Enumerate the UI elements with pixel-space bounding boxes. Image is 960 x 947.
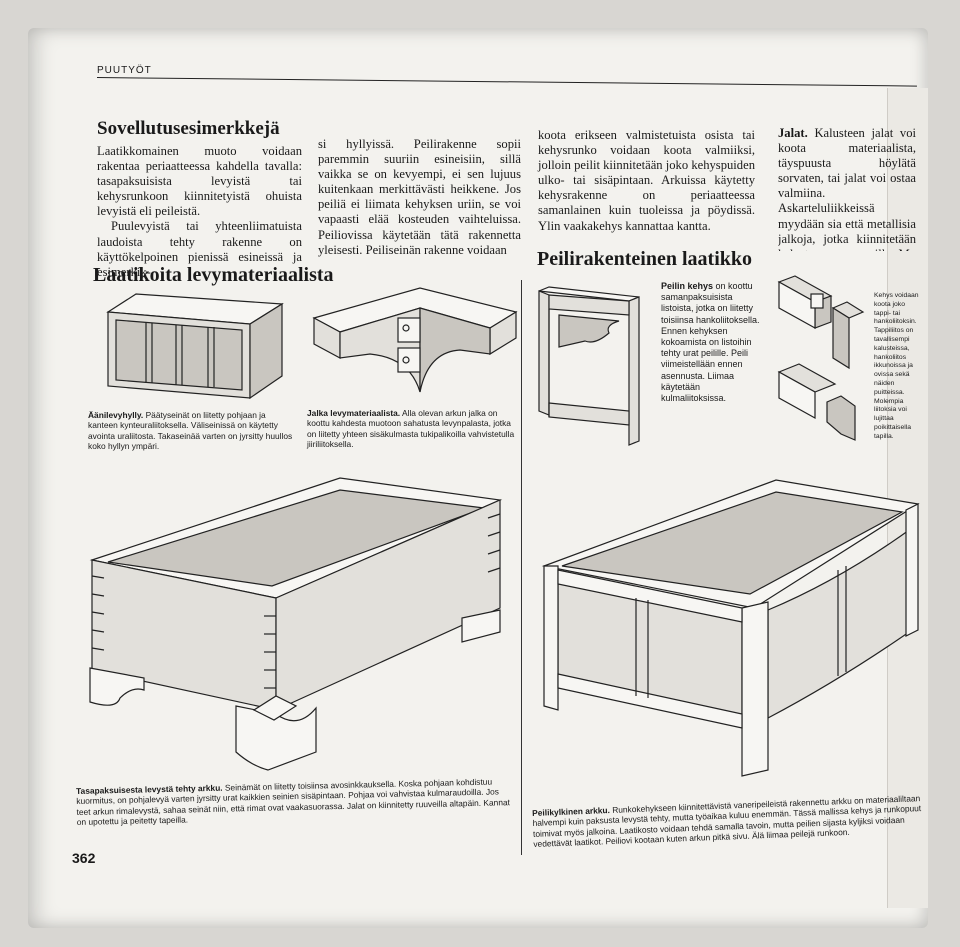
section-title-sovellutusesimerkkeja: Sovellutusesimerkkejä bbox=[97, 118, 280, 139]
page-number: 362 bbox=[72, 850, 96, 866]
frame-caption-lead: Peilin kehys bbox=[661, 281, 714, 291]
shelf-caption-lead: Äänilevyhylly. bbox=[88, 410, 144, 420]
legs-lead: Jalat. bbox=[778, 126, 808, 140]
paragraph-2: Puulevyistä tai yhteenliimatuista laudoi… bbox=[97, 219, 302, 279]
section-title-peilirakenteinen: Peilirakenteinen laatikko bbox=[537, 248, 752, 270]
panel-chest-illustration bbox=[541, 479, 920, 777]
column-divider bbox=[521, 280, 522, 855]
running-header: PUUTYÖT bbox=[97, 65, 152, 76]
paragraph-1: Laatikkomainen muoto voidaan rakentaa pe… bbox=[97, 144, 302, 219]
panel-frame-illustration bbox=[538, 286, 640, 446]
leg-caption-lead: Jalka levymateriaalista. bbox=[307, 408, 401, 418]
shelf-caption-text: Päätyseinät on liitetty pohjaan ja kante… bbox=[88, 410, 293, 452]
facing-page-edge bbox=[887, 88, 928, 908]
body-column-1: Laatikkomainen muoto voidaan rakentaa pe… bbox=[97, 144, 302, 280]
joint-caption: Kehys voidaan koota joko tappi- tai hank… bbox=[874, 292, 919, 440]
legs-text: Kalusteen jalat voi koota materiaalista,… bbox=[778, 126, 916, 251]
mortise-joint-illustration bbox=[777, 275, 865, 441]
solid-board-chest-illustration bbox=[89, 477, 503, 771]
frame-caption: Peilin kehys on koottu samanpaksuisista … bbox=[661, 281, 761, 404]
frame-caption-text: on koottu samanpaksuisista listoista, jo… bbox=[661, 281, 760, 404]
book-page bbox=[28, 28, 928, 928]
panel-leg-illustration bbox=[312, 287, 518, 393]
leg-caption-text: Alla olevan arkun jalka on koottu kahdes… bbox=[307, 408, 515, 450]
body-column-2: si hyllyissä. Peilirakenne sopii paremmi… bbox=[318, 137, 521, 257]
body-column-3: koota erikseen valmistetuista osista tai… bbox=[538, 128, 755, 233]
body-column-4: Jalat. Kalusteen jalat voi koota materia… bbox=[778, 126, 916, 251]
leg-caption: Jalka levymateriaalista. Alla olevan ark… bbox=[307, 408, 517, 450]
section-title-laatikoita: Laatikoita levymateriaalista bbox=[93, 264, 334, 286]
shelf-caption: Äänilevyhylly. Päätyseinät on liitetty p… bbox=[88, 410, 293, 452]
record-shelf-illustration bbox=[106, 293, 284, 400]
